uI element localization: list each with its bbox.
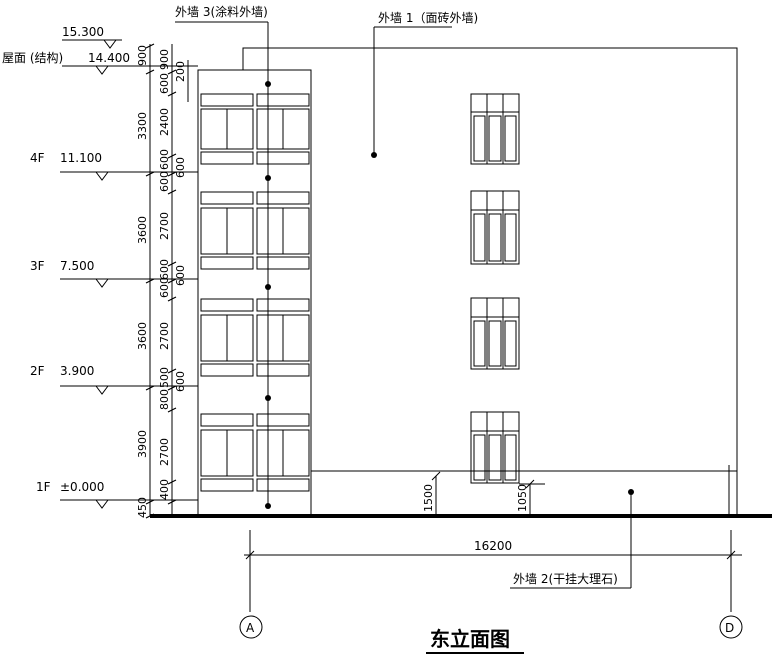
dim-outer-5: 450: [136, 497, 149, 518]
dim-inner-0: 900: [158, 49, 171, 70]
level-roof: 14.400: [88, 51, 130, 65]
dim-lines: [149, 44, 189, 516]
grid-a-bubble: [239, 615, 263, 639]
grid-a-label: A: [246, 621, 255, 635]
overall-width: 16200: [474, 539, 512, 553]
dim-inner-6: 600: [158, 259, 171, 280]
callout-wall2: 外墙 2(干挂大理石): [513, 572, 618, 586]
stair-tower: [197, 69, 312, 517]
dim-inner-5: 2700: [158, 212, 171, 240]
dim-low-1: 1500: [422, 484, 435, 512]
dim-inner-11: 2700: [158, 438, 171, 466]
level-f2: 3.900: [60, 364, 94, 378]
facade-windows: [470, 93, 520, 484]
dim-outer-1: 3300: [136, 112, 149, 140]
dim-inner-8: 2700: [158, 322, 171, 350]
f2-label: 2F: [30, 364, 45, 378]
dim-extra-0: 200: [174, 61, 187, 82]
dim-inner-7: 600: [158, 277, 171, 298]
level-top: 15.300: [62, 25, 104, 39]
grid-d-bubble: [719, 615, 743, 639]
dim-inner-3: 600: [158, 149, 171, 170]
level-f1: ±0.000: [60, 480, 104, 494]
dim-inner-12: 400: [158, 479, 171, 500]
dim-extra-2: 600: [174, 265, 187, 286]
dim-outer-0: 900: [136, 45, 149, 66]
dim-extra-1: 600: [174, 157, 187, 178]
roof-outline: [242, 47, 738, 516]
dim-outer-3: 3600: [136, 322, 149, 350]
dim-outer-4: 3900: [136, 430, 149, 458]
stair-windows: [200, 93, 310, 492]
roof-label: 屋面 (结构): [2, 50, 63, 65]
level-f3: 7.500: [60, 259, 94, 273]
dim-inner-4: 600: [158, 171, 171, 192]
dim-ticks: [145, 43, 177, 519]
dim-low-2: 1050: [516, 484, 529, 512]
dim-outer-2: 3600: [136, 216, 149, 244]
f3-label: 3F: [30, 259, 45, 273]
dim-inner-9: 500: [158, 367, 171, 388]
grid-d-label: D: [725, 621, 734, 635]
level-f4: 11.100: [60, 151, 102, 165]
drawing-title: 东立面图: [430, 627, 510, 651]
f4-label: 4F: [30, 151, 45, 165]
f1-label: 1F: [36, 480, 51, 494]
callout-dots: [265, 81, 634, 509]
callout-wall1: 外墙 1（面砖外墙): [378, 10, 478, 25]
dim-inner-10: 800: [158, 389, 171, 410]
dim-inner-2: 2400: [158, 108, 171, 136]
dim-inner-1: 600: [158, 73, 171, 94]
dim-extra-3: 600: [174, 371, 187, 392]
callout-wall3: 外墙 3(涂料外墙): [175, 4, 268, 19]
